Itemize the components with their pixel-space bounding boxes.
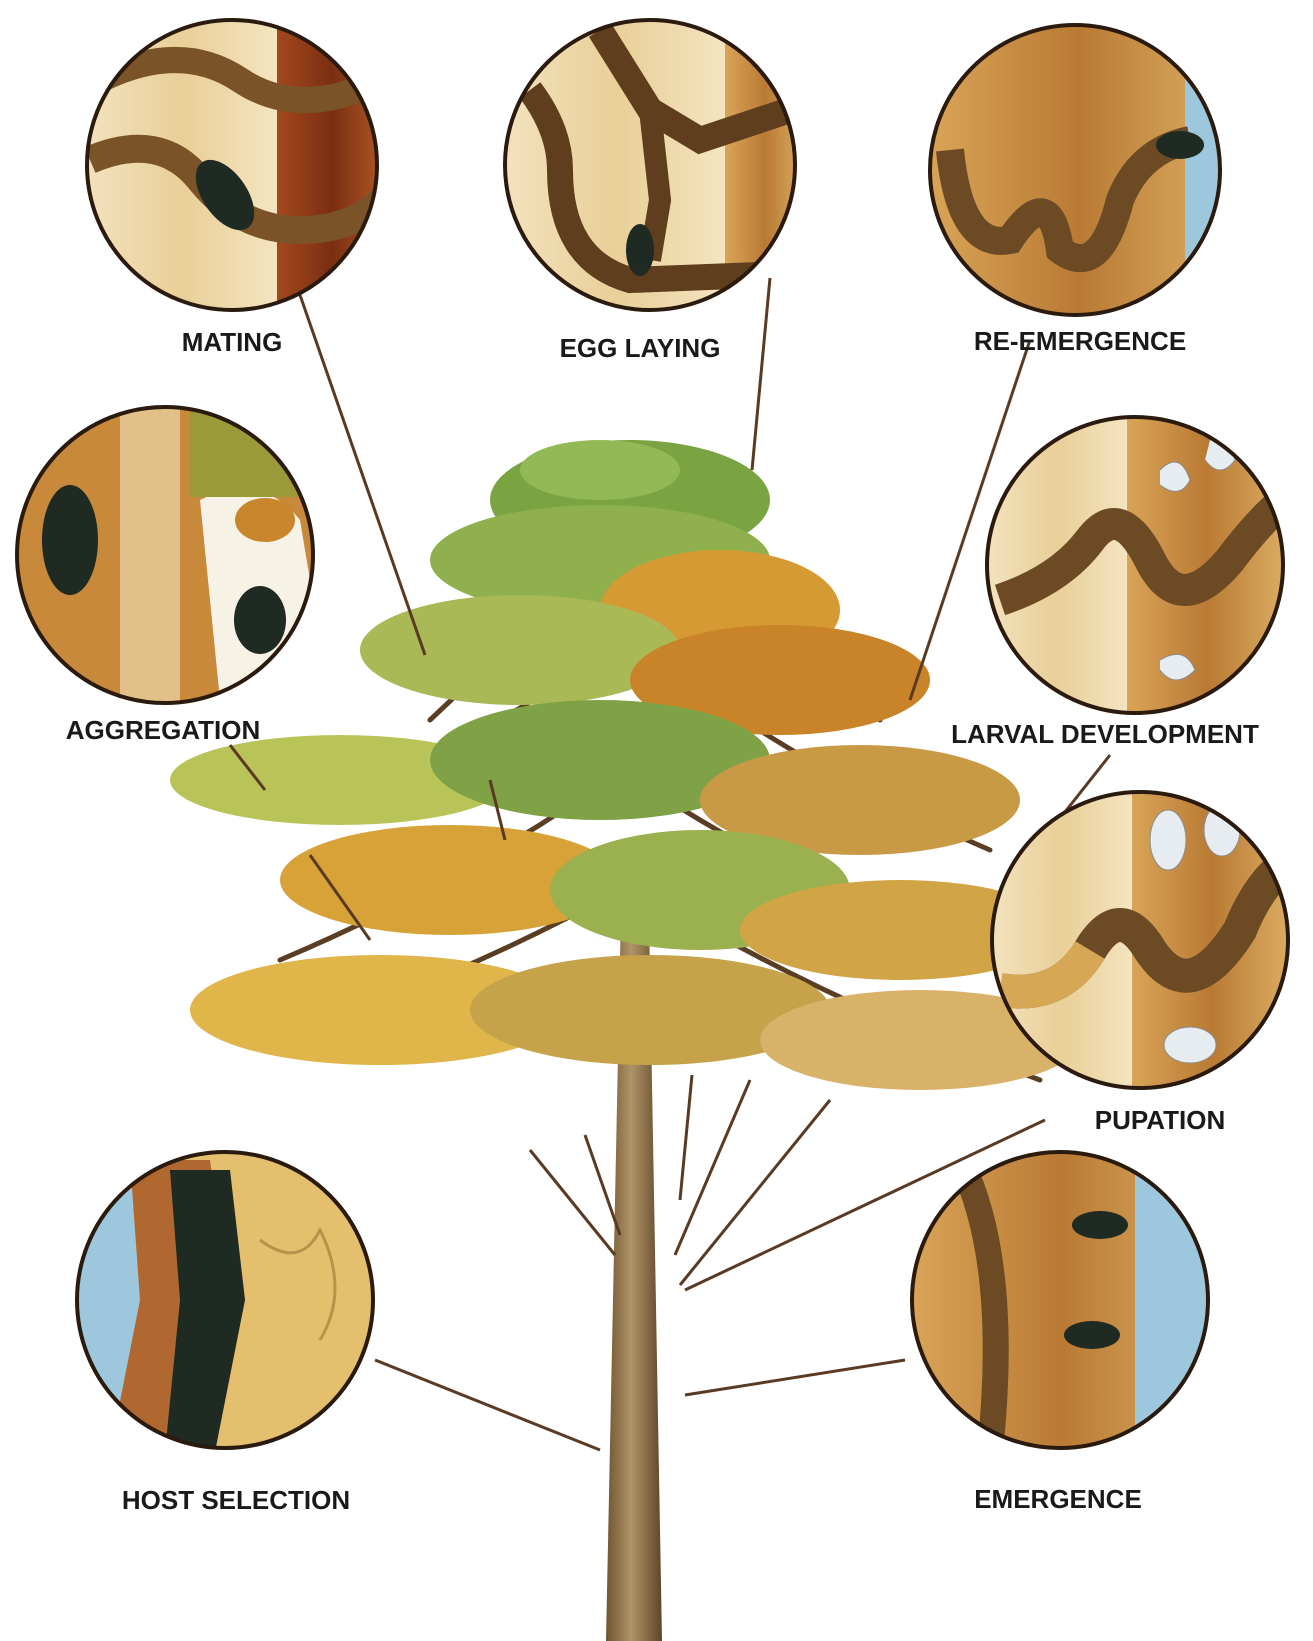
- stage-label-emergence: EMERGENCE: [974, 1484, 1142, 1514]
- stage-host-selection: HOST SELECTION: [77, 1152, 377, 1515]
- bark-beetle-icon: [1064, 1321, 1120, 1349]
- stage-larval-development: LARVAL DEVELOPMENT: [951, 417, 1287, 749]
- bark-beetle-icon: [234, 586, 286, 654]
- pupa-icon: [1164, 1027, 1216, 1063]
- bark-beetle-icon: [1156, 131, 1204, 159]
- stage-pupation: PUPATION: [992, 792, 1292, 1135]
- stage-aggregation: AGGREGATION: [17, 407, 320, 745]
- bark-beetle-icon: [626, 224, 654, 276]
- stage-label-aggregation: AGGREGATION: [66, 715, 261, 745]
- stage-re-emergence: RE-EMERGENCE: [930, 25, 1230, 356]
- stage-emergence: EMERGENCE: [912, 1152, 1212, 1514]
- stage-egg-laying: EGG LAYING: [505, 20, 805, 363]
- pine-tree-illustration: [170, 440, 1080, 1641]
- pupa-icon: [1150, 810, 1186, 870]
- stage-label-mating: MATING: [182, 327, 283, 357]
- stage-label-pupation: PUPATION: [1095, 1105, 1225, 1135]
- stage-label-egg-laying: EGG LAYING: [560, 333, 721, 363]
- stage-label-host-selection: HOST SELECTION: [122, 1485, 350, 1515]
- stage-label-larval-development: LARVAL DEVELOPMENT: [951, 719, 1259, 749]
- pupa-icon: [1204, 804, 1240, 856]
- bark-beetle-icon: [1072, 1211, 1128, 1239]
- bark-beetle-icon: [42, 485, 98, 595]
- stage-label-re-emergence: RE-EMERGENCE: [974, 326, 1186, 356]
- stage-mating: MATING: [87, 20, 390, 357]
